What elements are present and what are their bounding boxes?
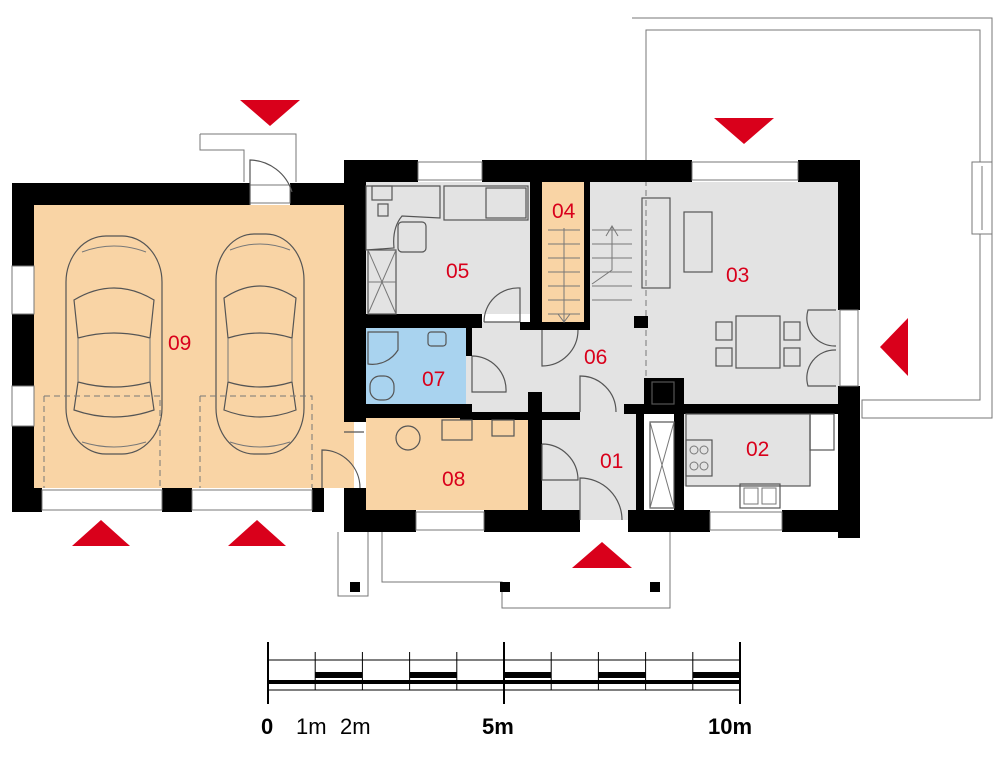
terrace-outline <box>632 17 993 419</box>
room-label-03: 03 <box>726 264 749 287</box>
room-label-02: 02 <box>746 438 769 461</box>
room-label-07: 07 <box>422 368 445 391</box>
cars <box>43 233 313 488</box>
room-fills <box>33 182 840 520</box>
room-08-fill <box>366 418 529 510</box>
entry-arrow-terrace <box>714 118 774 144</box>
room-02-fill <box>684 410 811 486</box>
room-label-06: 06 <box>584 346 607 369</box>
room-label-04: 04 <box>552 200 576 223</box>
doors <box>249 159 837 521</box>
scale-label-10m: 10m <box>708 714 752 739</box>
scale-block <box>409 672 457 678</box>
room-07-fill <box>366 328 468 404</box>
stairs <box>548 225 632 323</box>
car-left <box>65 235 163 455</box>
room-label-05: 05 <box>446 260 469 283</box>
room-label-08: 08 <box>442 468 465 491</box>
scale-block <box>692 672 740 678</box>
furniture <box>365 185 835 509</box>
scale-block <box>504 672 552 678</box>
entry-arrow-garage-left <box>72 520 130 546</box>
room-01-fill <box>540 414 644 520</box>
porch-outlines <box>199 133 671 609</box>
scale-bar: 0 1m 2m 5m 10m <box>261 642 752 739</box>
walls <box>12 160 860 538</box>
room-09-fill <box>33 205 354 488</box>
scale-block <box>598 672 646 678</box>
room-06-fill <box>466 322 650 414</box>
room-labels: 09 05 04 03 07 06 02 01 08 <box>168 200 769 491</box>
scale-blocks <box>315 672 740 678</box>
entry-arrow-garage-right <box>228 520 286 546</box>
scale-label-2m: 2m <box>340 714 371 739</box>
scale-label-0: 0 <box>261 714 273 739</box>
room-label-01: 01 <box>600 450 623 473</box>
room-04-fill <box>542 182 584 322</box>
car-right <box>215 233 305 455</box>
room-label-09: 09 <box>168 332 191 355</box>
entry-arrow-east <box>880 318 908 376</box>
scale-block <box>315 672 363 678</box>
windows <box>11 161 859 531</box>
entry-arrow-garage-side-door <box>240 100 300 126</box>
entry-arrow-main-entrance <box>572 542 632 568</box>
scale-label-1m: 1m <box>296 714 327 739</box>
entry-arrows <box>72 100 908 568</box>
scale-label-5m: 5m <box>482 714 514 739</box>
